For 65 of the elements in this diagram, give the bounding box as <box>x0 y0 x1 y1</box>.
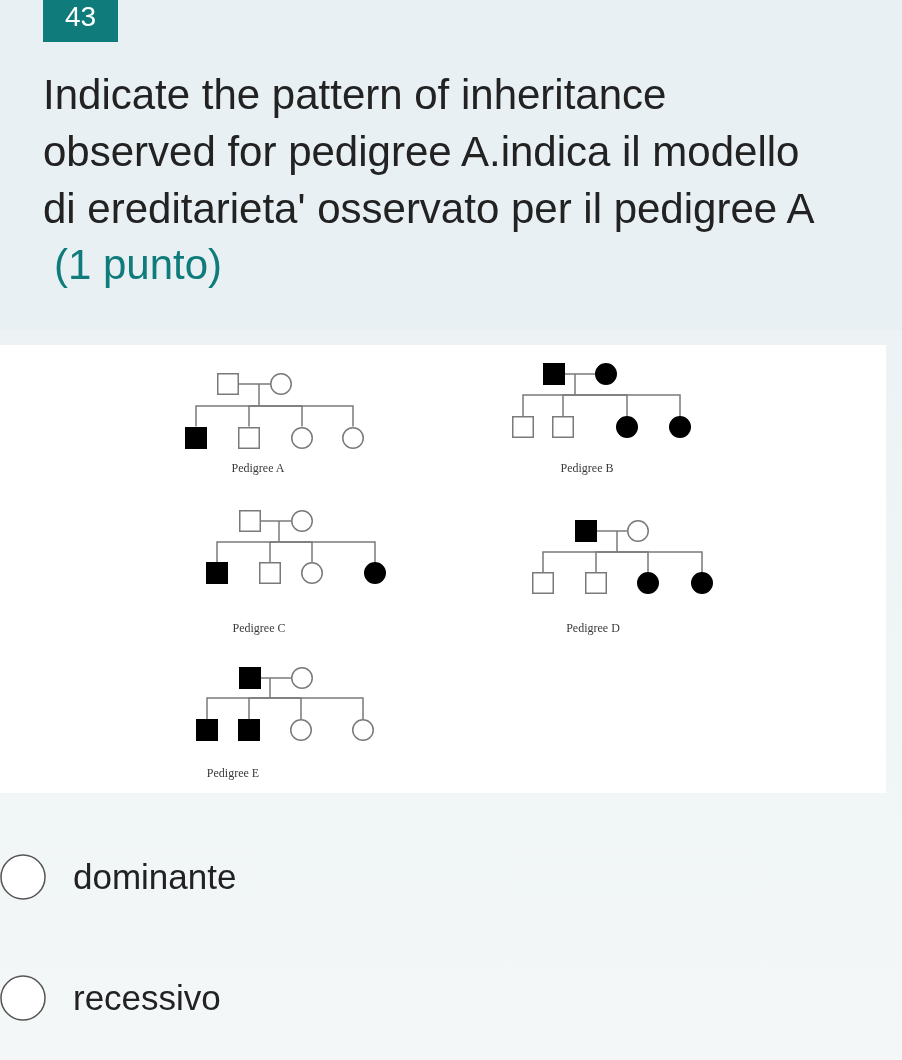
descent-line <box>574 373 576 396</box>
unaffected-female-circle <box>291 510 313 532</box>
figure-caption: Pedigree A <box>231 461 285 475</box>
unaffected-male-square <box>259 562 281 584</box>
marriage-line <box>564 373 576 375</box>
question-number: 43 <box>43 0 118 42</box>
descent-line <box>269 677 271 699</box>
affected-female-circle <box>595 363 617 385</box>
affected-female-circle <box>691 572 713 594</box>
marriage-line <box>259 520 280 522</box>
affected-male-square <box>238 719 260 741</box>
affected-male-square <box>575 520 597 542</box>
marriage-line <box>278 520 292 522</box>
affected-female-circle <box>616 416 638 438</box>
unaffected-male-square <box>532 572 554 594</box>
affected-male-square <box>206 562 228 584</box>
affected-female-circle <box>669 416 691 438</box>
unaffected-male-square <box>216 373 239 395</box>
option-label: dominante <box>73 856 237 898</box>
marriage-line <box>269 677 292 679</box>
descent-line <box>595 551 618 573</box>
descent-line <box>562 394 576 417</box>
descent-line <box>616 530 618 553</box>
unaffected-female-circle <box>291 426 313 449</box>
unaffected-female-circle <box>270 373 292 395</box>
unaffected-female-circle <box>627 520 649 542</box>
figure-caption: Pedigree E <box>206 766 260 780</box>
descent-line <box>248 405 260 428</box>
question-text: Indicate the pattern of inheritance observed for pedigree A.indica il modello di ereditarieta' osservato per il pedigree A <box>43 70 816 234</box>
descent-line <box>269 541 280 563</box>
marriage-line <box>616 530 628 532</box>
unaffected-female-circle <box>291 667 313 689</box>
unaffected-female-circle <box>342 426 364 449</box>
marriage-line <box>260 677 271 679</box>
marriage-line <box>237 383 260 385</box>
unaffected-female-circle <box>301 562 323 584</box>
descent-line <box>248 697 271 720</box>
affected-male-square <box>239 667 261 689</box>
affected-female-circle <box>364 562 386 584</box>
affected-male-square <box>196 719 218 741</box>
marriage-line <box>596 530 618 532</box>
descent-line <box>258 405 354 428</box>
unaffected-male-square <box>238 426 260 449</box>
affected-male-square <box>185 426 207 449</box>
unaffected-male-square <box>552 416 574 438</box>
descent-line <box>269 697 364 720</box>
descent-line <box>574 394 681 417</box>
marriage-line <box>258 383 271 385</box>
points-label: (1 punto) <box>54 240 223 290</box>
affected-female-circle <box>637 572 659 594</box>
unaffected-male-square <box>585 572 607 594</box>
unaffected-male-square <box>238 510 261 532</box>
descent-line <box>278 520 280 543</box>
figure-caption: Pedigree C <box>232 621 286 635</box>
unaffected-male-square <box>512 416 534 438</box>
figure-caption: Pedigree D <box>566 621 620 635</box>
affected-male-square <box>543 363 565 385</box>
unaffected-female-circle <box>352 719 374 741</box>
option-label: recessivo <box>73 977 221 1019</box>
marriage-line <box>574 373 596 375</box>
figure-caption: Pedigree B <box>560 461 614 475</box>
descent-line <box>616 551 703 573</box>
unaffected-female-circle <box>290 719 312 741</box>
descent-line <box>278 541 376 563</box>
descent-line <box>258 383 260 407</box>
